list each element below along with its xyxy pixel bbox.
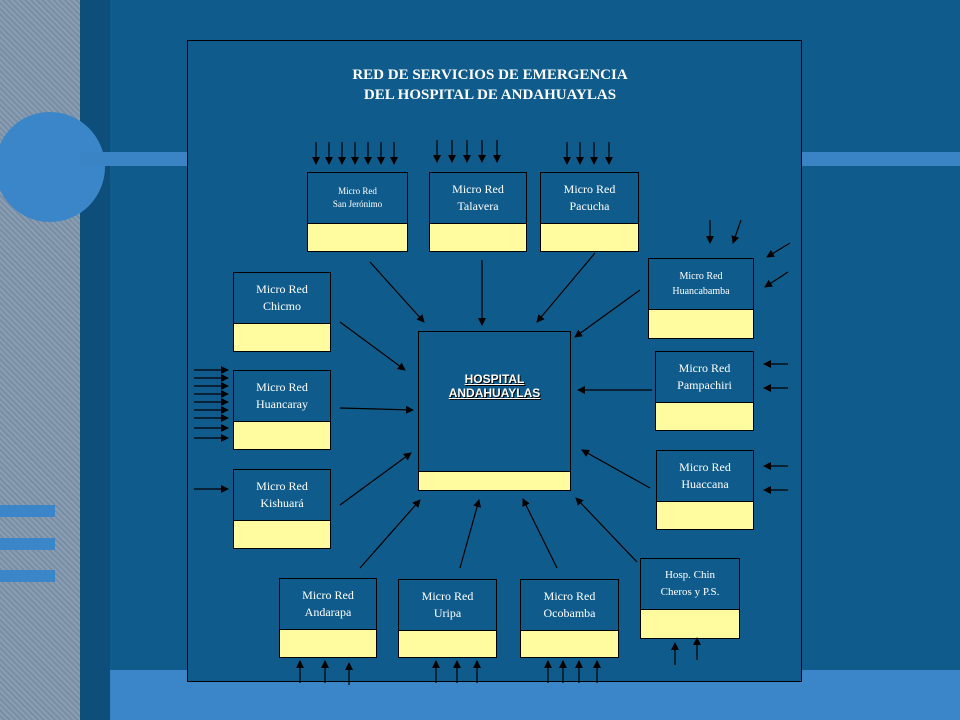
left-decor-shadow: [80, 0, 110, 720]
node-pampachiri: Micro Red Pampachiri: [655, 351, 754, 431]
title-line-2: DEL HOSPITAL DE ANDAHUAYLAS: [363, 87, 617, 103]
node-label: Micro Red: [678, 361, 731, 375]
node-uripa: Micro Red Uripa: [398, 579, 497, 658]
arrow: [359, 499, 421, 569]
node-label: Micro Red: [679, 271, 723, 282]
arrow: [339, 321, 406, 371]
arrow: [369, 261, 425, 323]
node-label: Micro Red: [256, 479, 308, 493]
node-label: Micro Red: [679, 460, 731, 474]
node-label: Micro Red: [256, 380, 308, 394]
title-line-1: RED DE SERVICIOS DE EMERGENCIA: [352, 67, 628, 83]
node-label: Andarapa: [304, 605, 352, 619]
node-andarapa: Micro Red Andarapa: [279, 578, 377, 658]
node-label: Huancaray: [256, 397, 308, 411]
hospital-label-1: HOSPITAL: [464, 372, 525, 386]
decor-stripe: [0, 538, 55, 550]
node-chincheros: Hosp. Chin Cheros y P.S.: [640, 558, 740, 639]
node-talavera: Micro Red Talavera: [429, 172, 527, 252]
decor-stripe: [0, 505, 55, 517]
node-label: Huaccana: [681, 477, 729, 491]
node-label: Micro Red: [421, 589, 474, 603]
arrow: [575, 497, 638, 563]
node-kishuara: Micro Red Kishuará: [233, 469, 331, 549]
node-pacucha: Micro Red Pacucha: [540, 172, 639, 252]
input-arrow: [731, 219, 742, 244]
arrow: [339, 405, 414, 414]
node-label: Chicmo: [263, 299, 301, 313]
arrow: [339, 452, 412, 506]
node-chicmo: Micro Red Chicmo: [233, 272, 331, 352]
node-label: Hosp. Chin: [664, 569, 716, 581]
decor-circle: [0, 112, 105, 222]
hospital-label-2: ANDAHUAYLAS: [448, 386, 541, 400]
input-arrow: [766, 242, 791, 258]
node-label: Talavera: [457, 199, 499, 213]
node-label: Micro Red: [563, 182, 616, 196]
arrow: [574, 289, 641, 338]
decor-stripe: [0, 570, 55, 582]
node-label: Pacucha: [569, 199, 610, 213]
node-label: Micro Red: [302, 588, 354, 602]
node-label: Micro Red: [452, 182, 504, 196]
arrow: [522, 498, 558, 569]
node-san-jeronimo: Micro Red San Jerónimo: [307, 172, 408, 252]
diagram-title: RED DE SERVICIOS DE EMERGENCIA DEL HOSPI…: [300, 65, 680, 105]
node-label: San Jerónimo: [332, 199, 383, 209]
node-huancabamba: Micro Red Huancabamba: [648, 258, 754, 339]
node-ocobamba: Micro Red Ocobamba: [520, 579, 619, 658]
node-label: Micro Red: [543, 589, 596, 603]
node-label: Micro Red: [256, 282, 308, 296]
node-label: Micro Red: [338, 186, 377, 196]
node-label: Kishuará: [260, 496, 304, 510]
hospital-node: HOSPITAL ANDAHUAYLAS: [418, 331, 571, 491]
node-label: Huancabamba: [672, 286, 730, 297]
arrow: [536, 252, 596, 323]
input-arrow: [764, 271, 789, 288]
node-label: Ocobamba: [543, 606, 596, 620]
node-huancaray: Micro Red Huancaray: [233, 370, 331, 450]
node-label: Cheros y P.S.: [660, 586, 720, 598]
arrow: [459, 499, 481, 569]
node-label: Pampachiri: [677, 378, 732, 392]
node-label: Uripa: [433, 606, 462, 620]
node-huaccana: Micro Red Huaccana: [656, 450, 754, 530]
arrow: [581, 449, 651, 489]
